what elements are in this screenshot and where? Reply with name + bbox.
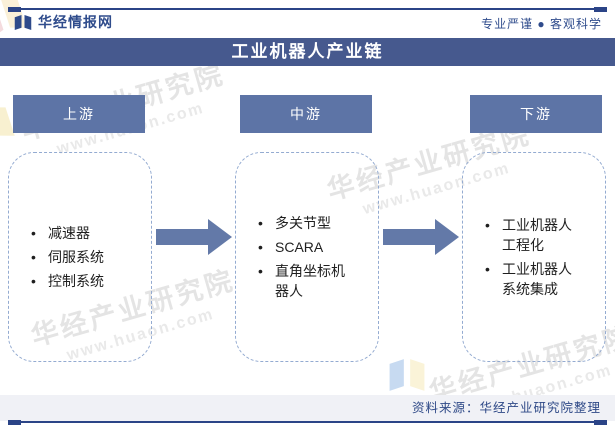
arrow-head-icon (208, 219, 232, 255)
item-text: 控制系统 (48, 273, 104, 289)
item-text: 减速器 (48, 225, 90, 241)
divider-cap-right (594, 6, 607, 12)
arrow-body (383, 229, 435, 245)
stage-header-downstream: 下游 (470, 95, 602, 133)
flow-arrow-midstream-to-downstream (383, 219, 459, 255)
book-logo-icon (14, 14, 32, 30)
list-item: 伺服系统 (31, 247, 143, 267)
top-divider (8, 6, 607, 12)
stage-header-midstream: 中游 (240, 95, 372, 133)
item-text: 工业机器人 系统集成 (502, 261, 572, 297)
list-item: 多关节型 (258, 213, 370, 233)
midstream-list: 多关节型 SCARA 直角坐标机 器人 (236, 209, 378, 305)
chain-box-upstream: 减速器 伺服系统 控制系统 (8, 152, 152, 362)
list-item: 工业机器人 工程化 (485, 215, 597, 255)
item-text: 伺服系统 (48, 249, 104, 265)
upstream-list: 减速器 伺服系统 控制系统 (9, 219, 151, 295)
list-item: 控制系统 (31, 271, 143, 291)
list-item: 工业机器人 系统集成 (485, 259, 597, 299)
flow-arrow-upstream-to-midstream (156, 219, 232, 255)
divider-cap-left (8, 419, 21, 425)
chain-box-midstream: 多关节型 SCARA 直角坐标机 器人 (235, 152, 379, 362)
arrow-head-icon (435, 219, 459, 255)
item-text: 直角坐标机 器人 (275, 263, 345, 299)
book-logo-watermark-icon (389, 359, 425, 391)
page-title: 工业机器人产业链 (0, 38, 615, 66)
item-text: 多关节型 (275, 215, 331, 231)
list-item: 直角坐标机 器人 (258, 261, 370, 301)
source-text: 资料来源：华经产业研究院整理 (411, 401, 601, 415)
divider-cap-right (594, 419, 607, 425)
arrow-body (156, 229, 208, 245)
item-text: 工业机器人 工程化 (502, 217, 572, 253)
item-text: SCARA (275, 239, 324, 255)
divider-cap-left (8, 6, 21, 12)
bottom-divider (8, 419, 607, 425)
downstream-list: 工业机器人 工程化 工业机器人 系统集成 (463, 211, 605, 303)
brand-name: 华经情报网 (38, 14, 113, 30)
source-bar: 资料来源：华经产业研究院整理 (0, 395, 615, 421)
list-item: SCARA (258, 237, 370, 257)
stage-header-upstream: 上游 (13, 95, 145, 133)
brand: 华经情报网 (14, 12, 113, 32)
brand-tagline: 专业严谨 ● 客观科学 (481, 17, 602, 31)
list-item: 减速器 (31, 223, 143, 243)
chain-box-downstream: 工业机器人 工程化 工业机器人 系统集成 (462, 152, 606, 362)
